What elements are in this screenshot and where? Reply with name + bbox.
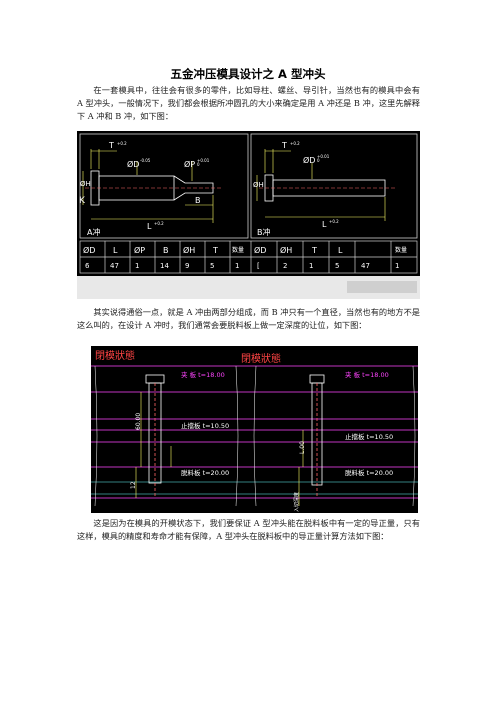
b-frame	[250, 133, 418, 239]
page-title: 五金冲压模具设计之 A 型冲头	[170, 67, 326, 81]
plate-clamp-left: 夹 板 t=18.00	[181, 370, 225, 379]
right-dimensions	[298, 430, 304, 506]
plate-stop-left: 止擋板 t=10.50	[181, 421, 229, 430]
table-cell: 9	[185, 262, 189, 270]
spec-table-values: 6 47 1 14 9 5 1 [ 2 1 5 47 1	[85, 262, 399, 270]
b-tol-4: +0.2	[329, 219, 339, 224]
b-tol-2: +0.01	[317, 154, 330, 159]
table-cell: 14	[160, 262, 169, 270]
b-t-label: T	[281, 141, 287, 150]
dim-label-l: L.00	[299, 441, 306, 454]
table-cell: 6	[85, 262, 90, 270]
figure-footer-strip	[77, 276, 420, 299]
table-header: 数量	[395, 246, 407, 254]
b-d-label: ØD	[303, 155, 315, 165]
table-cell: 47	[110, 262, 119, 270]
plate-strip-right: 脱料板 t=20.00	[345, 468, 393, 477]
paragraph-2: 其实说得通俗一点，就是 A 冲由两部分组成，而 B 冲只有一个直径，当然也有的地…	[77, 307, 420, 331]
paragraph-3: 这是因为在模具的开模状态下，我们要保证 A 型冲头能在脱料板中有一定的导正量，只…	[77, 518, 420, 542]
a-h-label: ØH	[80, 180, 91, 188]
a-l-label: L	[147, 222, 152, 231]
punch-drawing-figure: T +0.2 ØD -0.05 ØP +0.01 0 ØH B L +0.2 K…	[77, 131, 420, 299]
plate-strip-left: 脱料板 t=20.00	[181, 468, 229, 477]
plate-lines-cyan	[91, 481, 418, 495]
closed-state-label-left: 閉模狀態	[95, 349, 135, 362]
closed-mold-figure: 閉模狀態 閉模狀態	[91, 346, 418, 513]
table-cell: 1	[309, 262, 313, 270]
table-header: ØD	[254, 245, 266, 255]
a-tol-1: +0.2	[117, 141, 127, 146]
a-t-label: T	[108, 141, 114, 150]
a-dimension-lines	[82, 149, 214, 223]
table-cell: 5	[210, 262, 214, 270]
b-tol-3: 0	[317, 158, 320, 163]
b-h-label: ØH	[253, 181, 264, 189]
table-cell: 1	[135, 262, 139, 270]
b-dimension-lines	[256, 149, 386, 221]
spec-table-headers: ØD L ØP B ØH T 数量 ØD ØH T L 数量	[83, 245, 407, 255]
break-lines	[94, 365, 416, 507]
spec-table-grid	[79, 240, 418, 274]
k-label: K	[79, 196, 86, 206]
a-tol-4: 0	[197, 162, 200, 167]
a-tol-3: +0.01	[197, 158, 210, 163]
a-frame	[79, 133, 249, 239]
right-punch	[309, 374, 325, 496]
a-tol-5: +0.2	[154, 221, 164, 226]
table-header: T	[212, 246, 218, 255]
dim-label-60: 60.00	[135, 413, 142, 430]
closed-state-label-right: 閉模狀態	[241, 352, 281, 365]
table-cell: 47	[361, 262, 370, 270]
plate-clamp-right: 夹 板 t=18.00	[345, 370, 389, 379]
dim-label-12: 12	[130, 481, 137, 489]
dim-label-depth: 入切深度	[293, 492, 300, 512]
b-punch-label: B冲	[257, 227, 271, 237]
table-cell: 2	[283, 262, 287, 270]
a-d-label: ØD	[127, 159, 139, 169]
table-cell: [	[257, 262, 260, 270]
punch-drawing-svg: T +0.2 ØD -0.05 ØP +0.01 0 ØH B L +0.2 K…	[77, 133, 420, 299]
table-header: L	[338, 246, 343, 255]
a-tol-2: -0.05	[140, 158, 151, 163]
table-cell: 1	[395, 262, 399, 270]
left-dimensions	[135, 392, 172, 498]
table-cell: 5	[335, 262, 339, 270]
left-punch	[145, 374, 165, 496]
table-header: ØD	[83, 245, 95, 255]
table-header: T	[311, 246, 317, 255]
table-header: ØH	[183, 245, 195, 255]
a-punch-label: A冲	[87, 227, 100, 237]
figure-watermark-block	[347, 281, 417, 293]
table-header: B	[163, 246, 169, 255]
table-header: ØH	[280, 245, 292, 255]
paragraph-1: 在一套模具中，往往会有很多的零件，比如导柱、螺丝、导引针，当然也有的模具中会有 …	[77, 85, 420, 122]
table-header: L	[113, 246, 118, 255]
a-b-label: B	[195, 196, 201, 205]
plate-stop-right: 止擋板 t=10.50	[345, 432, 393, 441]
table-header: 数量	[232, 246, 244, 254]
b-tol-1: +0.2	[290, 141, 300, 146]
a-p-label: ØP	[184, 159, 195, 169]
closed-mold-svg: 閉模狀態 閉模狀態	[91, 349, 418, 512]
table-cell: 1	[235, 262, 239, 270]
table-header: ØP	[134, 245, 145, 255]
b-l-label: L	[322, 220, 327, 229]
